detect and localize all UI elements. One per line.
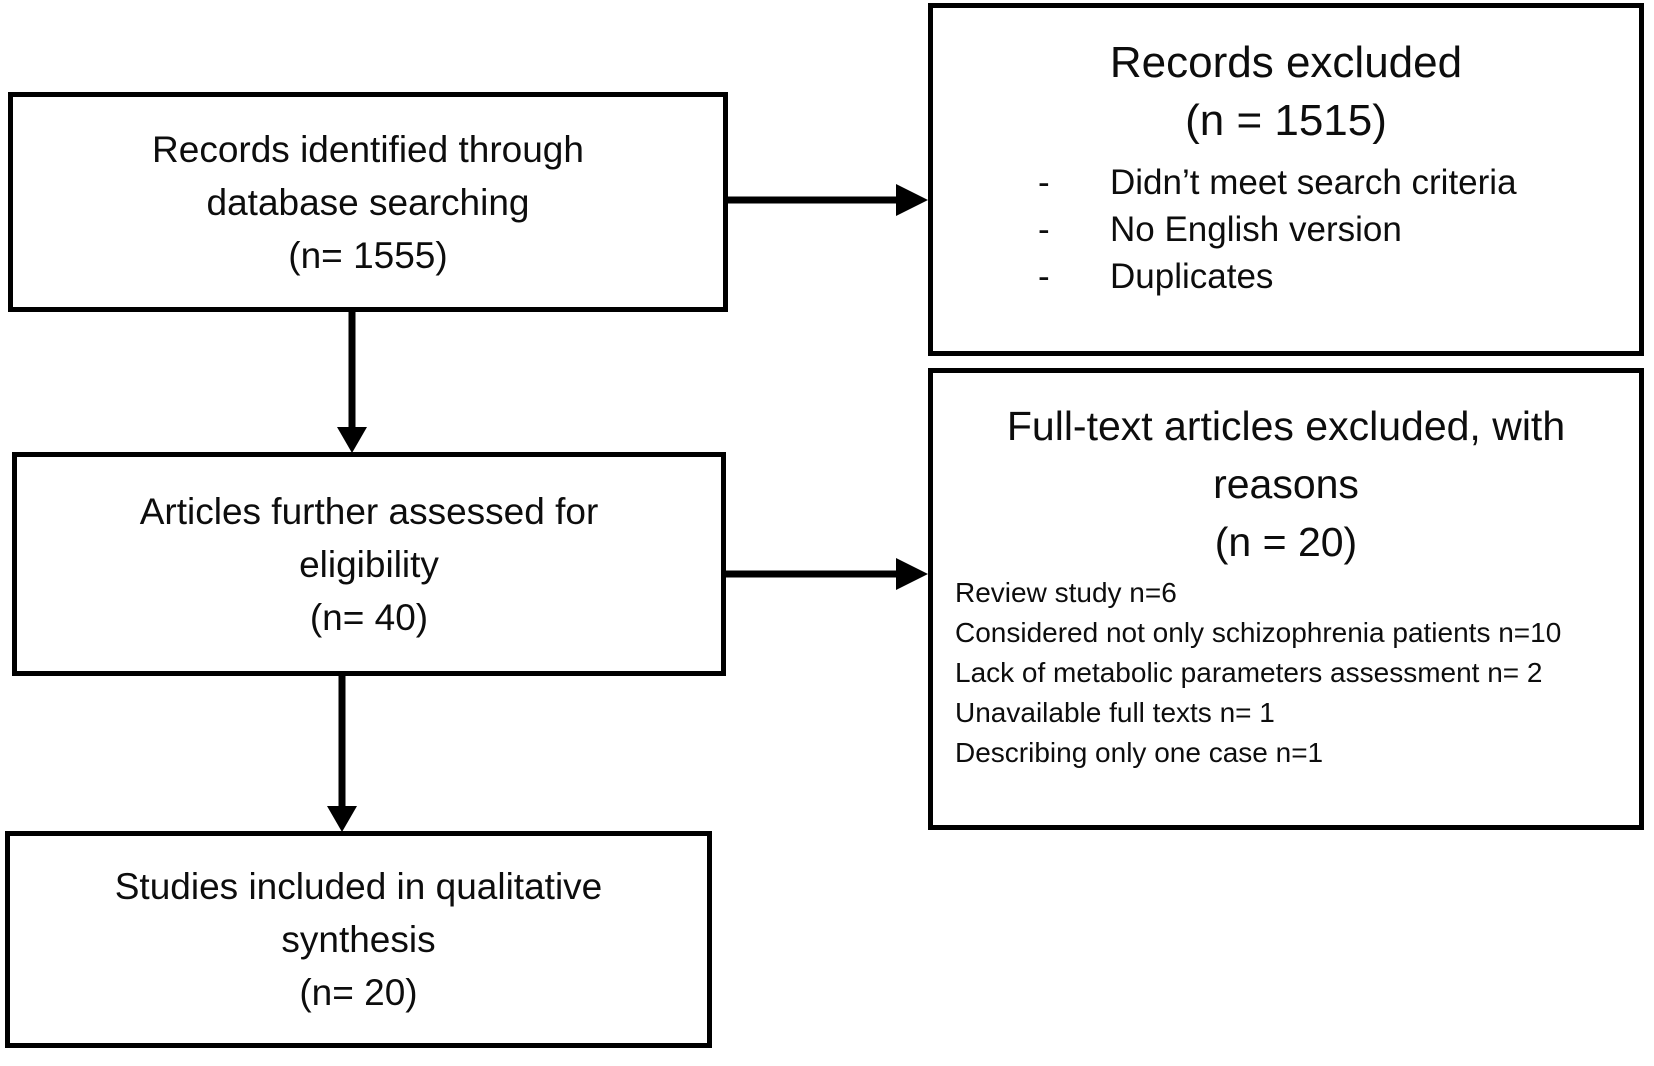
fulltext-excluded-title: Full-text articles excluded, with reason… [933,397,1639,571]
fulltext-reason: Unavailable full texts n= 1 [955,697,1275,728]
fulltext-excluded-title-line-1: Full-text articles excluded, with [1006,403,1566,449]
identification-line-1: Records identified through [152,128,584,170]
identification-count: (n= 1555) [288,234,448,276]
dash-bullet: - [1038,210,1050,249]
eligibility-line-2: eligibility [299,543,439,585]
eligibility-line-1: Articles further assessed for [139,490,599,532]
fulltext-excluded-box: Full-text articles excluded, with reason… [928,368,1644,830]
included-box: Studies included in qualitative synthesi… [5,831,712,1048]
records-excluded-count: (n = 1515) [1185,96,1387,145]
records-excluded-title-line: Records excluded [1109,38,1463,87]
arrow-eligibility-to-included [327,675,357,832]
records-excluded-title: Records excluded (n = 1515) [933,34,1639,150]
exclusion-reason: Duplicates [1110,257,1274,296]
records-excluded-reason-list: - Didn’t meet search criteria - No Engli… [1038,159,1639,300]
dash-bullet: - [1038,163,1050,202]
fulltext-reason: Review study n=6 [955,577,1177,608]
fulltext-reason: Lack of metabolic parameters assessment … [955,657,1543,688]
arrow-identification-to-excluded [728,184,928,216]
identification-line-2: database searching [206,181,530,223]
exclusion-reason: No English version [1110,210,1402,249]
list-item: - Didn’t meet search criteria [1038,159,1639,206]
dash-bullet: - [1038,257,1050,296]
fulltext-excluded-reason-list: Review study n=6 Considered not only sch… [933,573,1639,773]
included-count: (n= 20) [299,972,418,1013]
eligibility-count: (n= 40) [309,596,429,638]
fulltext-excluded-count: (n = 20) [1214,519,1358,565]
list-item: - No English version [1038,206,1639,253]
exclusion-reason: Didn’t meet search criteria [1110,163,1517,202]
arrow-eligibility-to-fulltext-excluded [725,558,928,590]
fulltext-reason: Describing only one case n=1 [955,737,1324,768]
included-line-1: Studies included in qualitative [114,866,603,907]
records-excluded-box: Records excluded (n = 1515) - Didn’t mee… [928,3,1644,356]
identification-box: Records identified through database sear… [8,92,728,312]
included-line-2: synthesis [281,919,436,960]
list-item: - Duplicates [1038,253,1639,300]
eligibility-box: Articles further assessed for eligibilit… [12,452,726,676]
arrow-identification-to-eligibility [337,312,367,453]
fulltext-excluded-title-line-2: reasons [1213,461,1359,507]
fulltext-reason: Considered not only schizophrenia patien… [955,617,1562,648]
